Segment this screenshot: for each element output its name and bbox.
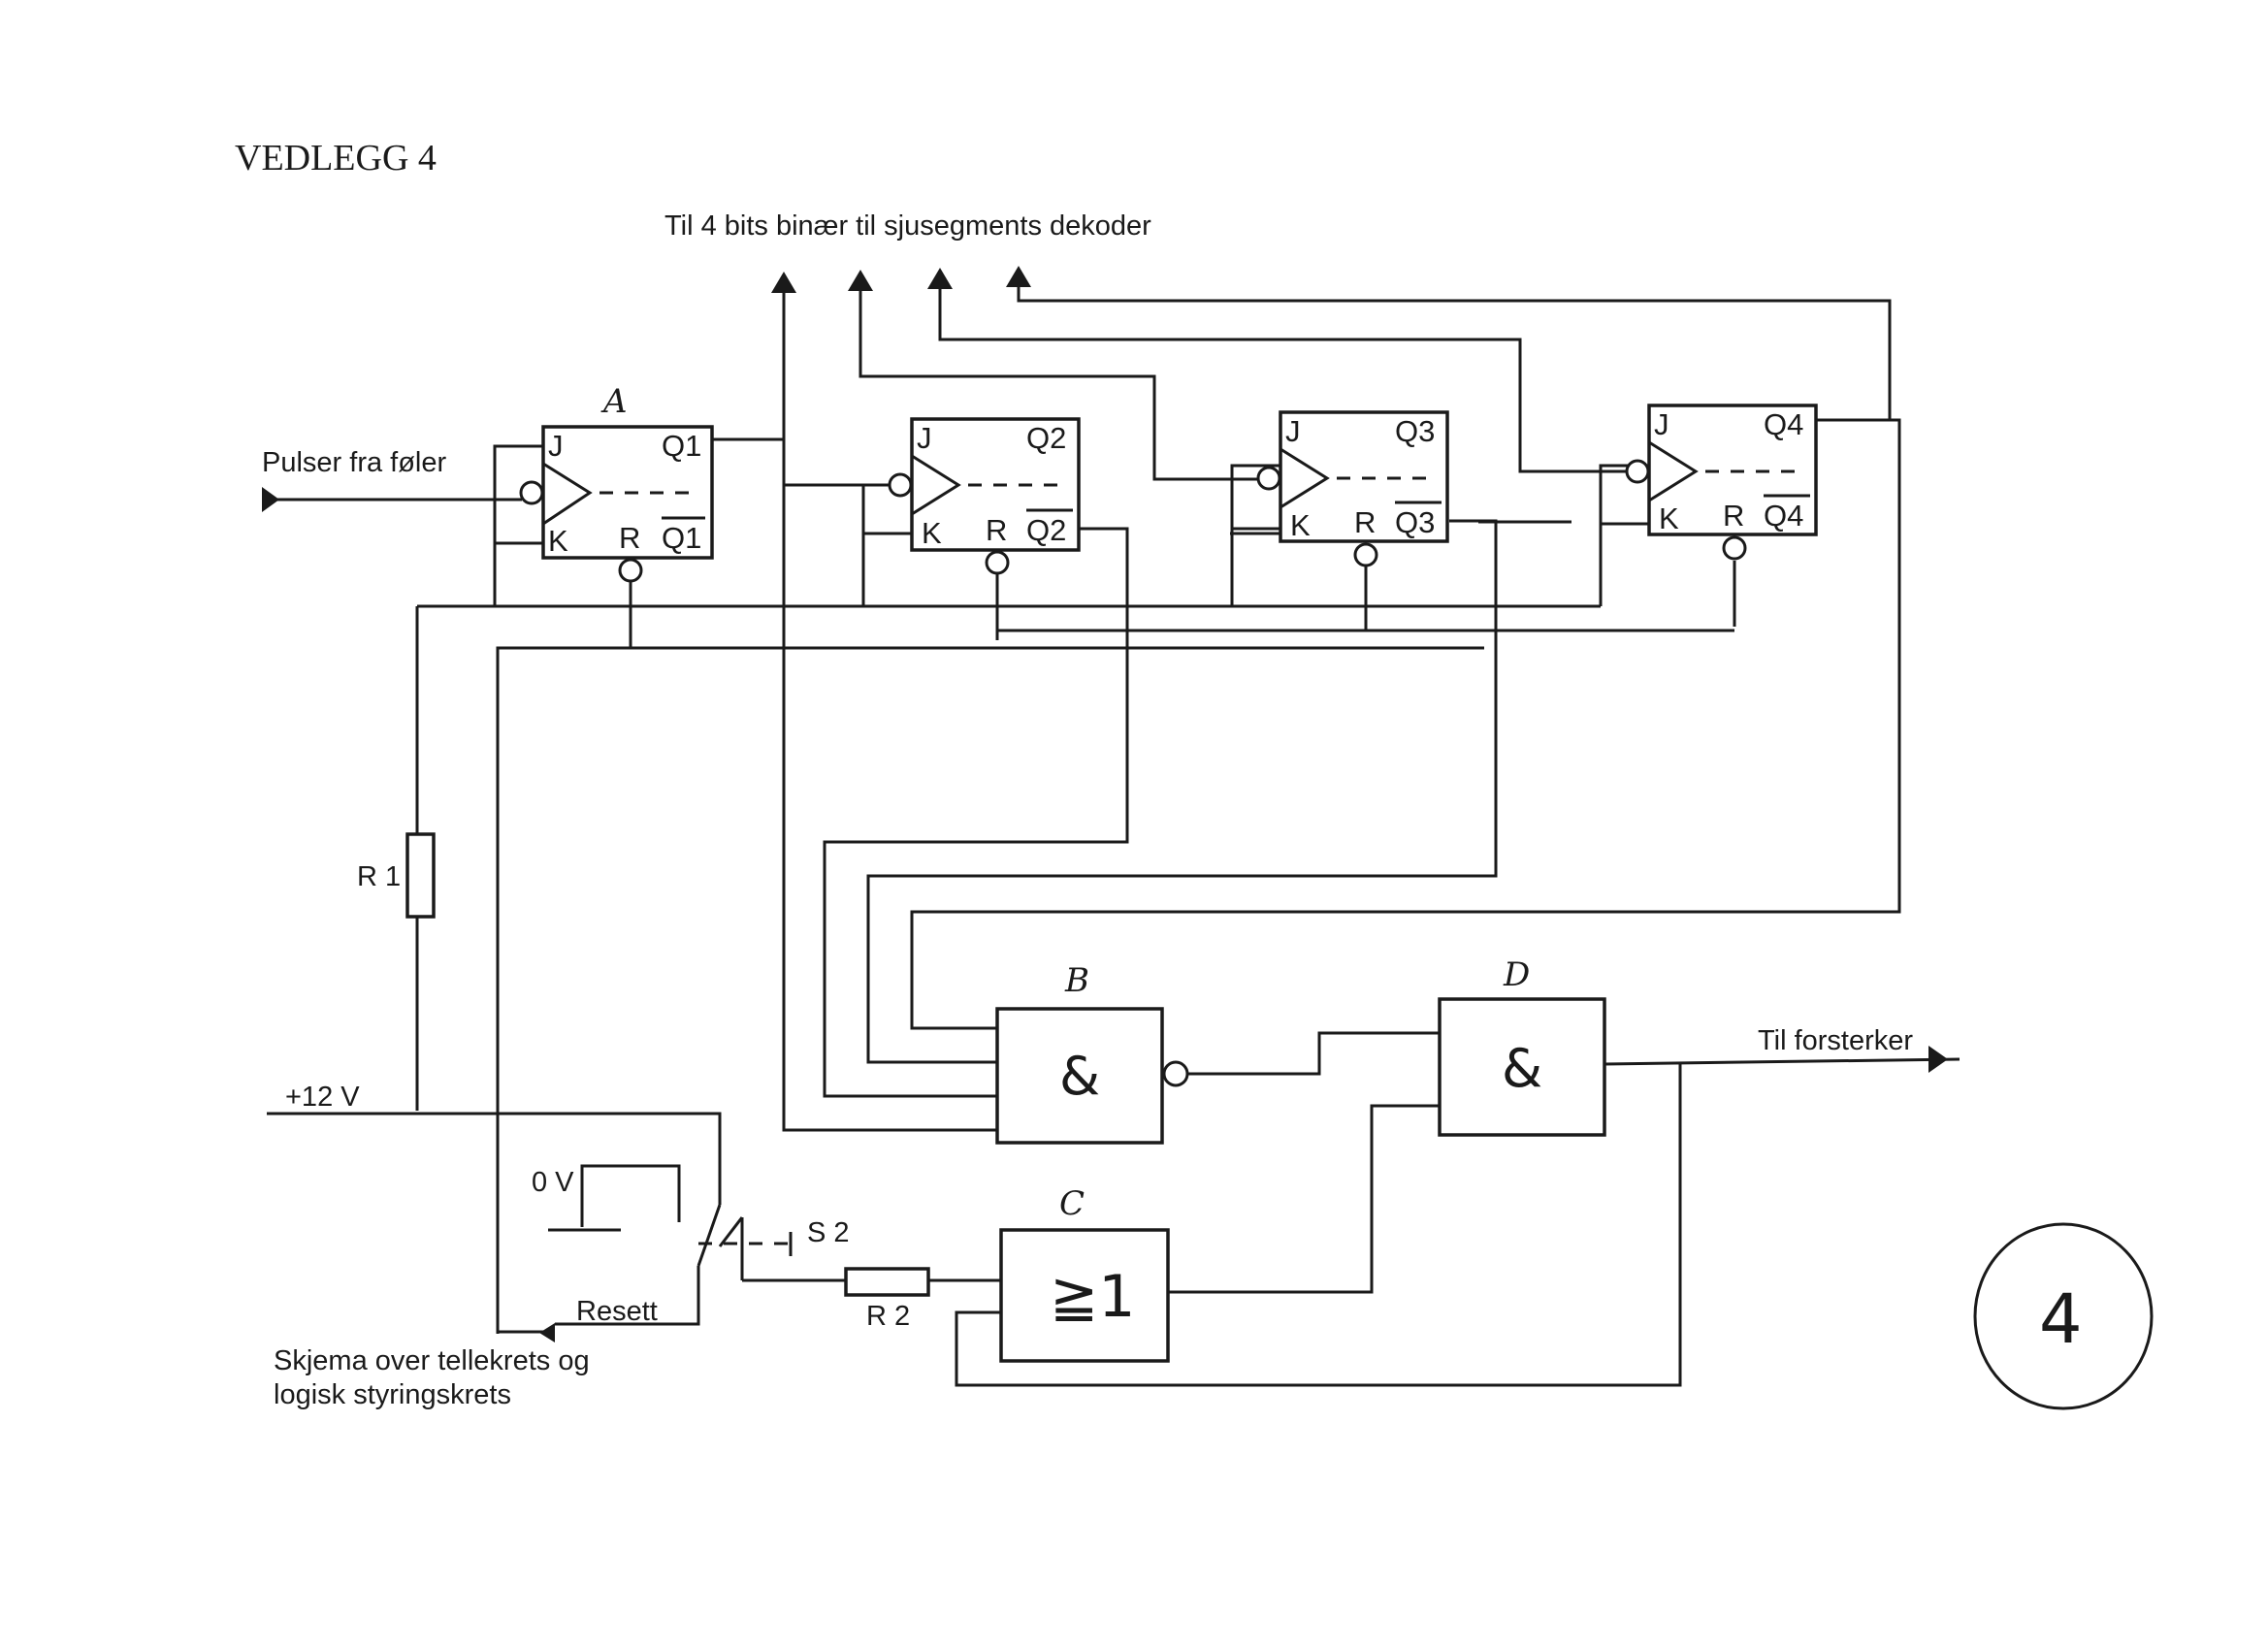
pulse-input-arrow [262,487,279,512]
ff-3-q: Q3 [1395,414,1435,448]
r1-resistor [405,832,436,919]
r1-label: R 1 [357,861,401,892]
flipflop-4: J K R Q4 Q4 [1625,404,1818,561]
caption-line-1: Skjema over tellekrets og [274,1345,590,1376]
supply-label: +12 V [285,1082,360,1113]
page-number: 4 [2039,1279,2083,1359]
wire-c-to-d [1168,1104,1440,1294]
ff-4-j: J [1654,407,1669,441]
decoder-arrow-2 [848,270,873,291]
pulse-input-label: Pulser fra føler [262,447,446,478]
ff-3-k: K [1290,508,1311,542]
gate-b: & B [995,961,1189,1145]
decoder-label: Til 4 bits binær til sjusegments dekoder [664,210,1151,242]
amplifier-arrow [1928,1046,1948,1073]
ff-4-r: R [1723,499,1744,533]
page-number-circle [1973,1222,2154,1410]
ff-3-qbar: Q3 [1395,505,1435,539]
flipflop-2: J K R Q2 Q2 [888,417,1081,575]
ff-2-k: K [922,516,942,550]
ff-a-j: J [548,429,564,463]
decoder-arrow-3 [927,268,953,289]
ff-4-qbar: Q4 [1764,499,1803,533]
gate-b-name: B [1064,961,1089,1000]
ff-a-qbar: Q1 [662,521,701,555]
gate-b-symbol: & [1059,1046,1100,1107]
ff-a-k: K [548,524,568,558]
ff-4-q: Q4 [1764,407,1803,441]
ff-2-r: R [986,513,1007,547]
ff-4-k: K [1659,501,1679,535]
decoder-arrow-1 [771,272,796,293]
decoder-arrow-4 [1006,266,1031,287]
supply-rail [267,1112,722,1179]
caption-line-2: logisk styringskrets [274,1379,511,1410]
qbar-wires [823,418,1901,1098]
reset-label: Resett [576,1296,658,1327]
amplifier-label: Til forsterker [1758,1025,1913,1056]
gate-c-name: C [1059,1184,1085,1223]
r2-label: R 2 [866,1301,910,1332]
gate-c-symbol: ≧1 [1050,1263,1135,1331]
gate-d-symbol: & [1502,1038,1542,1099]
s2-label: S 2 [807,1217,850,1248]
s2-switch: 0 V S 2 Resett [496,1164,850,1342]
ff-3-j: J [1285,414,1301,448]
flipflop-a: J K R Q1 Q1 A [519,382,784,583]
gate-d: & D [1438,955,1606,1137]
amplifier-wire [1604,1057,1960,1066]
gate-d-name: D [1503,955,1530,994]
ff-3-r: R [1354,505,1376,539]
gate-c: ≧1 C [999,1184,1170,1363]
ff-a-r: R [619,521,640,555]
page-title: VEDLEGG 4 [235,138,437,178]
flipflop-3: J K R Q3 Q3 [1256,410,1449,567]
wire-b-to-d [1187,1031,1440,1076]
ff-a-q: Q1 [662,429,701,463]
ff-2-q: Q2 [1026,421,1066,455]
ff-2-qbar: Q2 [1026,513,1066,547]
feedback-wire [955,1062,1682,1387]
ff-a-name: A [600,382,628,421]
zero-v-label: 0 V [532,1167,574,1198]
r2-resistor [844,1267,930,1297]
ff-2-j: J [917,421,932,455]
